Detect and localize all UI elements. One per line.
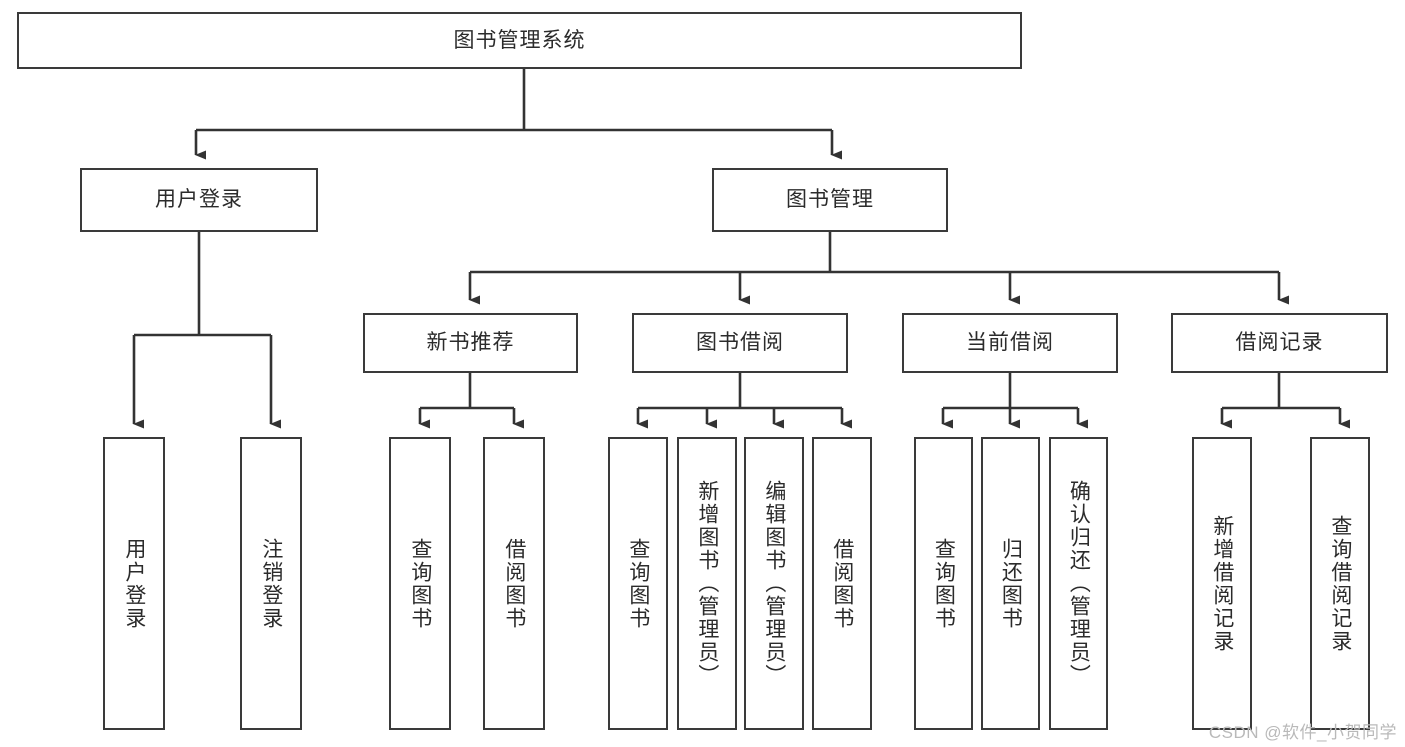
leaf-query-book-current[interactable]: 查询图书: [914, 437, 973, 730]
leaf-label: 借阅图书: [502, 537, 526, 630]
leaf-label: 确认归还（管理员）: [1067, 480, 1091, 687]
leaf-label: 查询图书: [626, 537, 650, 630]
leaf-edit-book-admin[interactable]: 编辑图书（管理员）: [744, 437, 804, 730]
node-user-login[interactable]: 用户登录: [80, 168, 318, 232]
leaf-borrow-book-new[interactable]: 借阅图书: [483, 437, 545, 730]
leaf-label: 编辑图书（管理员）: [762, 480, 786, 687]
node-current-borrow[interactable]: 当前借阅: [902, 313, 1118, 373]
node-root-system[interactable]: 图书管理系统: [17, 12, 1022, 69]
node-borrow-records[interactable]: 借阅记录: [1171, 313, 1388, 373]
leaf-label: 用户登录: [122, 537, 146, 630]
leaf-add-book-admin[interactable]: 新增图书（管理员）: [677, 437, 737, 730]
leaf-label: 新增借阅记录: [1210, 514, 1234, 653]
leaf-label: 新增图书（管理员）: [695, 480, 719, 687]
leaf-query-book-borrow[interactable]: 查询图书: [608, 437, 668, 730]
leaf-label: 查询借阅记录: [1328, 514, 1352, 653]
edge-group-current-borrow: [941, 373, 1088, 429]
leaf-label: 查询图书: [932, 537, 956, 630]
edge-group-borrow: [636, 373, 852, 429]
node-book-borrow[interactable]: 图书借阅: [632, 313, 848, 373]
leaf-borrow-book[interactable]: 借阅图书: [812, 437, 872, 730]
leaf-return-book[interactable]: 归还图书: [981, 437, 1040, 730]
edge-group-new-book: [418, 373, 524, 429]
leaf-label: 注销登录: [259, 537, 283, 630]
leaf-label: 查询图书: [408, 537, 432, 630]
leaf-add-borrow-record[interactable]: 新增借阅记录: [1192, 437, 1252, 730]
edge-group-root: [194, 69, 842, 160]
leaf-query-borrow-record[interactable]: 查询借阅记录: [1310, 437, 1370, 730]
edge-group-book-manage: [468, 232, 1289, 305]
leaf-logout-login[interactable]: 注销登录: [240, 437, 302, 730]
leaf-confirm-return-admin[interactable]: 确认归还（管理员）: [1049, 437, 1108, 730]
leaf-label: 归还图书: [999, 537, 1023, 630]
leaf-user-login[interactable]: 用户登录: [103, 437, 165, 730]
leaf-query-book-new[interactable]: 查询图书: [389, 437, 451, 730]
node-book-management[interactable]: 图书管理: [712, 168, 948, 232]
edge-group-user-login: [132, 232, 281, 429]
csdn-watermark: CSDN @软件_小贺同学: [1208, 723, 1397, 742]
node-new-book-recommend[interactable]: 新书推荐: [363, 313, 578, 373]
leaf-label: 借阅图书: [830, 537, 854, 630]
edge-group-records: [1220, 373, 1350, 429]
